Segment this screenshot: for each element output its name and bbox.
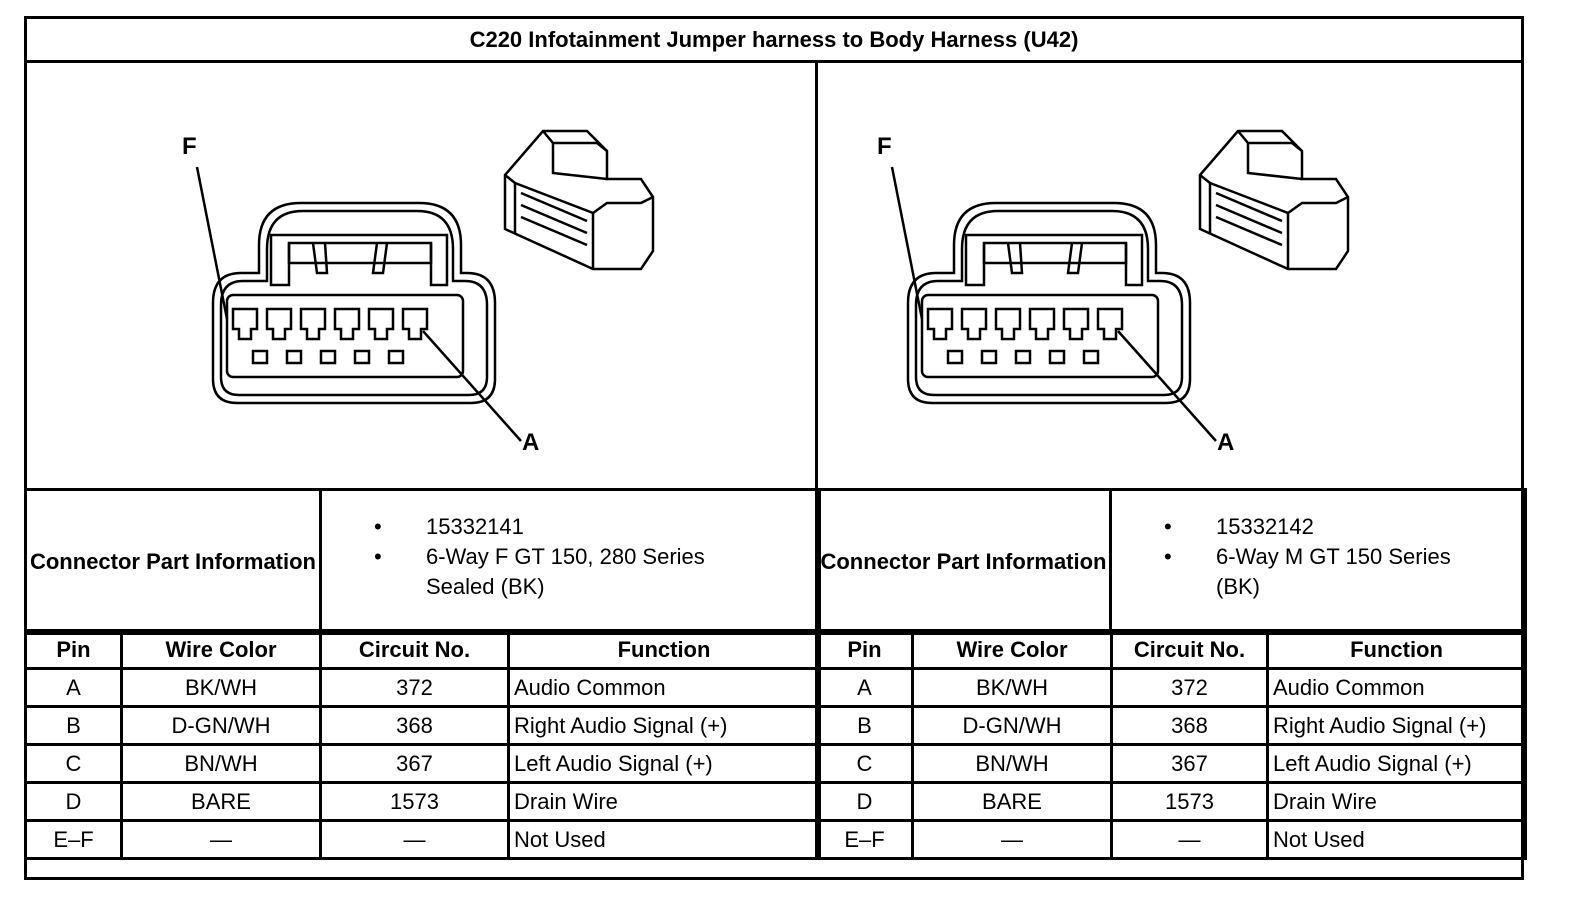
circuit-cell: 372: [1110, 667, 1269, 708]
wire-color-cell: BARE: [911, 781, 1113, 822]
part-number: 15332142: [1112, 512, 1524, 542]
function-cell: Right Audio Signal (+): [507, 705, 821, 746]
pin-cell: E–F: [815, 819, 914, 860]
pin-f-callout: F: [182, 133, 197, 160]
table-row: D BARE 1573 Drain Wire: [815, 781, 1527, 822]
function-cell: Audio Common: [507, 667, 821, 708]
wire-color-cell: BK/WH: [120, 667, 322, 708]
pin-header: Pin: [815, 629, 914, 670]
wire-color-cell: BN/WH: [911, 743, 1113, 784]
table-row: E–F — — Not Used: [815, 819, 1527, 860]
table-row: A BK/WH 372 Audio Common: [815, 667, 1527, 708]
function-cell: Left Audio Signal (+): [507, 743, 821, 784]
pin-a-callout: A: [1217, 429, 1235, 456]
circuit-cell: 367: [319, 743, 510, 784]
function-header: Function: [1266, 629, 1527, 670]
pin-cell: B: [815, 705, 914, 746]
function-cell: Audio Common: [1266, 667, 1527, 708]
circuit-header: Circuit No.: [1110, 629, 1269, 670]
pin-cell: E–F: [24, 819, 123, 860]
part-description: 6-Way M GT 150 Series (BK): [1112, 542, 1496, 602]
pin-header: Pin: [24, 629, 123, 670]
table-row: A BK/WH 372 Audio Common: [24, 667, 821, 708]
connector-diagram-left: F A: [27, 63, 818, 491]
pin-cell: A: [815, 667, 914, 708]
circuit-cell: —: [319, 819, 510, 860]
connector-sheet: C220 Infotainment Jumper harness to Body…: [24, 16, 1527, 880]
connector-diagram-right: F A: [818, 63, 1524, 491]
part-info-right: Connector Part Information 15332142 6-Wa…: [815, 488, 1527, 635]
table-row: B D-GN/WH 368 Right Audio Signal (+): [815, 705, 1527, 746]
function-cell: Not Used: [1266, 819, 1527, 860]
function-cell: Right Audio Signal (+): [1266, 705, 1527, 746]
wire-color-cell: D-GN/WH: [911, 705, 1113, 746]
part-info-values: 15332142 6-Way M GT 150 Series (BK): [1109, 488, 1527, 635]
wire-color-cell: BARE: [120, 781, 322, 822]
pin-cell: D: [815, 781, 914, 822]
circuit-cell: 368: [1110, 705, 1269, 746]
circuit-cell: 368: [319, 705, 510, 746]
connector-face-drawing: [890, 129, 1350, 442]
table-row: D BARE 1573 Drain Wire: [24, 781, 821, 822]
circuit-cell: 367: [1110, 743, 1269, 784]
part-info-label: Connector Part Information: [24, 488, 322, 635]
function-header: Function: [507, 629, 821, 670]
wire-color-header: Wire Color: [120, 629, 322, 670]
wire-color-cell: BK/WH: [911, 667, 1113, 708]
circuit-cell: 372: [319, 667, 510, 708]
wire-color-cell: BN/WH: [120, 743, 322, 784]
part-info-label: Connector Part Information: [815, 488, 1112, 635]
sheet-title: C220 Infotainment Jumper harness to Body…: [27, 19, 1521, 63]
function-cell: Left Audio Signal (+): [1266, 743, 1527, 784]
pin-table-left: Pin Wire Color Circuit No. Function A BK…: [24, 629, 821, 860]
circuit-cell: 1573: [319, 781, 510, 822]
pin-cell: D: [24, 781, 123, 822]
pin-table-header: Pin Wire Color Circuit No. Function: [24, 629, 821, 670]
part-info-values: 15332141 6-Way F GT 150, 280 Series Seal…: [319, 488, 821, 635]
wire-color-header: Wire Color: [911, 629, 1113, 670]
wire-color-cell: —: [911, 819, 1113, 860]
circuit-cell: 1573: [1110, 781, 1269, 822]
function-cell: Drain Wire: [507, 781, 821, 822]
pin-cell: B: [24, 705, 123, 746]
connector-face-drawing: [195, 129, 655, 442]
pin-a-callout: A: [522, 429, 540, 456]
pin-table-header: Pin Wire Color Circuit No. Function: [815, 629, 1527, 670]
function-cell: Not Used: [507, 819, 821, 860]
table-row: B D-GN/WH 368 Right Audio Signal (+): [24, 705, 821, 746]
table-row: C BN/WH 367 Left Audio Signal (+): [24, 743, 821, 784]
pin-table-right: Pin Wire Color Circuit No. Function A BK…: [815, 629, 1527, 860]
circuit-cell: —: [1110, 819, 1269, 860]
part-description: 6-Way F GT 150, 280 Series Sealed (BK): [322, 542, 726, 602]
part-info-left: Connector Part Information 15332141 6-Wa…: [24, 488, 821, 635]
function-cell: Drain Wire: [1266, 781, 1527, 822]
circuit-header: Circuit No.: [319, 629, 510, 670]
table-row: C BN/WH 367 Left Audio Signal (+): [815, 743, 1527, 784]
wire-color-cell: —: [120, 819, 322, 860]
pin-cell: C: [24, 743, 123, 784]
pin-cell: C: [815, 743, 914, 784]
table-row: E–F — — Not Used: [24, 819, 821, 860]
wire-color-cell: D-GN/WH: [120, 705, 322, 746]
part-number: 15332141: [322, 512, 818, 542]
pin-f-callout: F: [877, 133, 892, 160]
pin-cell: A: [24, 667, 123, 708]
